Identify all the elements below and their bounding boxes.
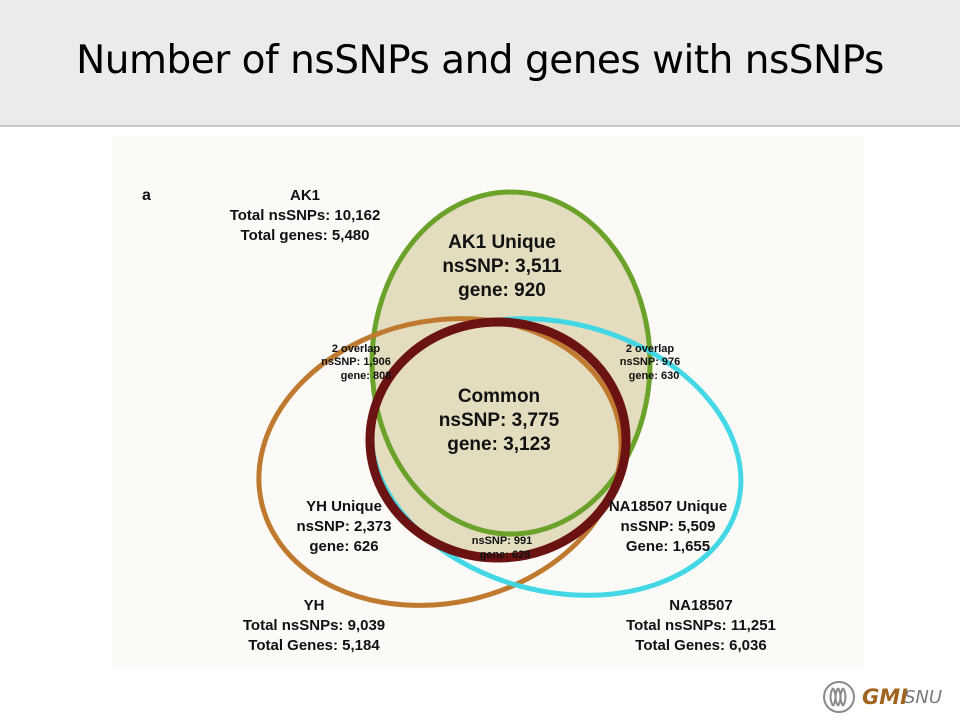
- ak1-name: AK1: [290, 187, 320, 204]
- na18507-unique-snp: nsSNP: 5,509: [620, 518, 715, 535]
- gmi-snu-logo: GMI SNU: [822, 680, 952, 714]
- yh-name: YH: [304, 597, 325, 614]
- ak1-unique-title: AK1 Unique: [448, 232, 556, 253]
- overlap-ak1-yh-snp: nsSNP: 1,906: [321, 356, 391, 368]
- overlap-ak1-na-title: 2 overlap: [626, 343, 675, 355]
- common-gene: gene: 3,123: [447, 434, 551, 455]
- slide-title: Number of nsSNPs and genes with nsSNPs: [76, 38, 884, 83]
- ak1-total-genes: Total genes: 5,480: [241, 227, 370, 244]
- logo-gmi-text: GMI: [862, 685, 908, 709]
- yh-unique-title: YH Unique: [306, 498, 382, 515]
- ak1-unique-snp: nsSNP: 3,511: [442, 256, 562, 277]
- na18507-name: NA18507: [669, 597, 732, 614]
- slide-header: Number of nsSNPs and genes with nsSNPs: [0, 0, 960, 127]
- yh-total-genes: Total Genes: 5,184: [248, 637, 380, 654]
- overlap-yh-na-snp: nsSNP: 991: [472, 535, 533, 547]
- ak1-set-outline: [369, 189, 653, 537]
- ak1-total-snps: Total nsSNPs: 10,162: [230, 207, 381, 224]
- na18507-unique-gene: Gene: 1,655: [626, 538, 710, 555]
- ak1-unique-gene: gene: 920: [458, 280, 546, 301]
- yh-set-outline: [256, 316, 624, 608]
- common-snp: nsSNP: 3,775: [439, 410, 560, 431]
- venn-diagram: a AK1 Total nsSNPs: 10,162 Total genes: …: [142, 187, 776, 654]
- na18507-total-genes: Total Genes: 6,036: [635, 637, 766, 654]
- overlap-yh-na-gene: gene: 628: [480, 549, 531, 561]
- na18507-unique-title: NA18507 Unique: [609, 498, 727, 515]
- yh-unique-gene: gene: 626: [309, 538, 378, 555]
- panel-label: a: [142, 187, 151, 204]
- logo-snu-text: SNU: [904, 687, 943, 708]
- yh-unique-snp: nsSNP: 2,373: [296, 518, 391, 535]
- dna-icon: [823, 681, 855, 713]
- common-set-outline: [365, 317, 631, 563]
- overlap-ak1-na-snp: nsSNP: 976: [620, 356, 681, 368]
- overlap-ak1-yh-title: 2 overlap: [332, 343, 381, 355]
- na18507-total-snps: Total nsSNPs: 11,251: [626, 617, 776, 634]
- overlap-ak1-yh-gene: gene: 808: [341, 370, 392, 382]
- yh-total-snps: Total nsSNPs: 9,039: [243, 617, 385, 634]
- common-set-fill: [370, 322, 626, 558]
- overlap-ak1-na-gene: gene: 630: [629, 370, 680, 382]
- venn-figure: a AK1 Total nsSNPs: 10,162 Total genes: …: [112, 136, 864, 668]
- common-title: Common: [458, 386, 540, 407]
